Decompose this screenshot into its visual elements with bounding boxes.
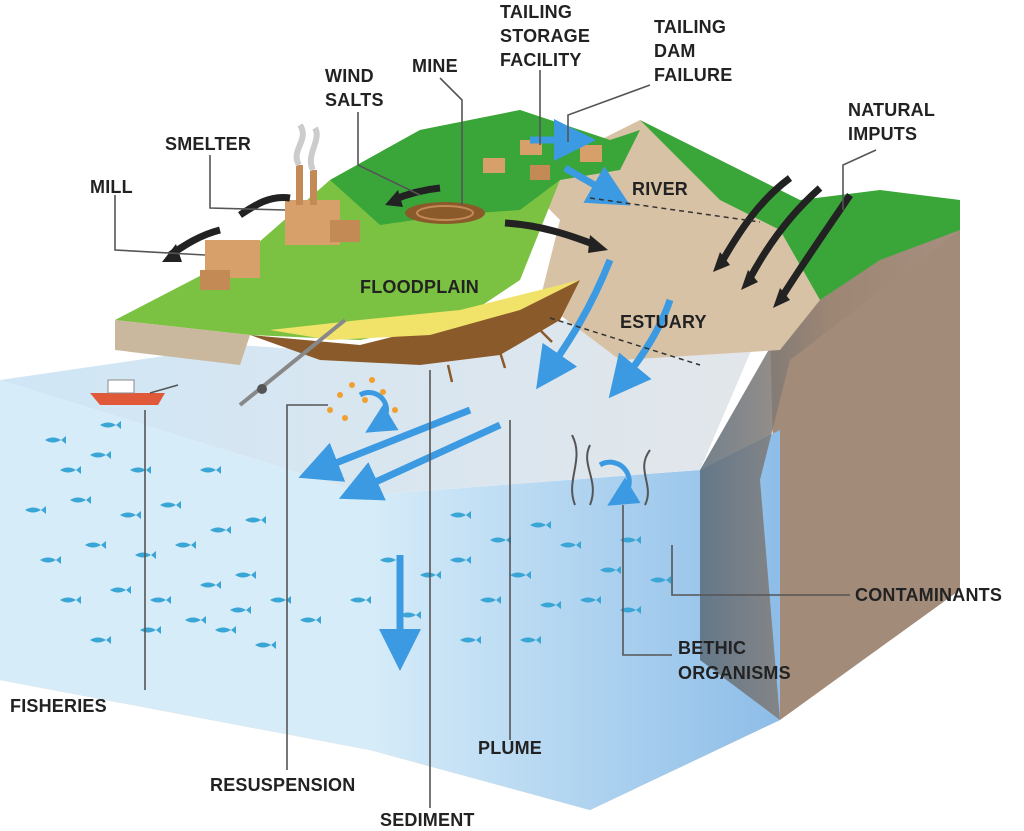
label-wind-salts: WIND SALTS: [325, 66, 384, 110]
fish: [350, 596, 371, 604]
leader-lines: [114, 70, 877, 808]
fish: [130, 466, 151, 474]
fish: [520, 636, 541, 644]
fish: [530, 521, 551, 529]
fish: [460, 636, 481, 644]
fish: [600, 566, 621, 574]
benthic-seaweed: [571, 434, 651, 506]
fish: [60, 466, 81, 474]
estuary-dashed-lines: [549, 197, 761, 366]
fish: [210, 526, 231, 534]
fish: [175, 541, 196, 549]
label-resuspension: RESUSPENSION: [210, 775, 355, 795]
fish: [270, 596, 291, 604]
fish: [110, 586, 131, 594]
fish: [215, 626, 236, 634]
cliff-face: [700, 200, 960, 720]
label-mill: MILL: [90, 177, 133, 197]
fish: [380, 556, 401, 564]
fish: [560, 541, 581, 549]
fish: [200, 581, 221, 589]
floodplain-edge: [250, 280, 580, 365]
sea-front-face: [0, 380, 370, 750]
fish: [620, 536, 641, 544]
fish: [85, 541, 106, 549]
label-smelter: SMELTER: [165, 134, 251, 154]
fish: [510, 571, 531, 579]
benthic-cycle-icon: [598, 459, 641, 506]
fish: [120, 511, 141, 519]
label-plume: PLUME: [478, 738, 542, 758]
floodplain-yellow: [270, 280, 580, 340]
resuspension-cycle-icon: [358, 390, 399, 433]
fish: [40, 556, 61, 564]
fish: [185, 616, 206, 624]
label-sediment: SEDIMENT: [380, 810, 475, 830]
fish: [580, 596, 601, 604]
fish: [160, 501, 181, 509]
label-benthic-organisms: BETHIC ORGANISMS: [678, 638, 791, 683]
fish: [45, 436, 66, 444]
label-tailing-storage: TAILING STORAGE FACILITY: [500, 2, 595, 70]
label-natural-inputs: NATURAL IMPUTS: [848, 100, 940, 144]
fish: [540, 601, 561, 609]
fish: [100, 421, 121, 429]
label-river: RIVER: [632, 179, 688, 199]
fish: [255, 641, 276, 649]
fish: [25, 506, 46, 514]
fishing-boat: [90, 379, 179, 405]
mill-building: [200, 240, 260, 290]
fish: [245, 516, 266, 524]
sea-front-face-right: [370, 430, 780, 810]
fish: [490, 536, 511, 544]
fish: [480, 596, 501, 604]
label-floodplain: FLOODPLAIN: [360, 277, 479, 297]
label-mine: MINE: [412, 56, 458, 76]
fish: [450, 556, 471, 564]
fish-school: [25, 421, 671, 649]
smelter-building: [285, 123, 360, 245]
label-tailing-dam: TAILING DAM FAILURE: [654, 17, 732, 85]
fish: [90, 636, 111, 644]
sediment-arrows: [446, 329, 553, 383]
fish: [650, 576, 671, 584]
fish: [60, 596, 81, 604]
fish: [90, 451, 111, 459]
fish: [200, 466, 221, 474]
fish: [400, 611, 421, 619]
label-estuary: ESTUARY: [620, 312, 707, 332]
resuspension-particles: [327, 377, 398, 421]
fish: [300, 616, 321, 624]
blue-flow-arrows: [298, 119, 674, 671]
fish: [70, 496, 91, 504]
label-contaminants: CONTAMINANTS: [855, 585, 1002, 605]
fish: [230, 606, 251, 614]
fish: [450, 511, 471, 519]
fish: [235, 571, 256, 579]
fish: [620, 606, 641, 614]
label-fisheries: FISHERIES: [10, 696, 107, 716]
land-front-edge: [115, 320, 250, 365]
fish: [150, 596, 171, 604]
